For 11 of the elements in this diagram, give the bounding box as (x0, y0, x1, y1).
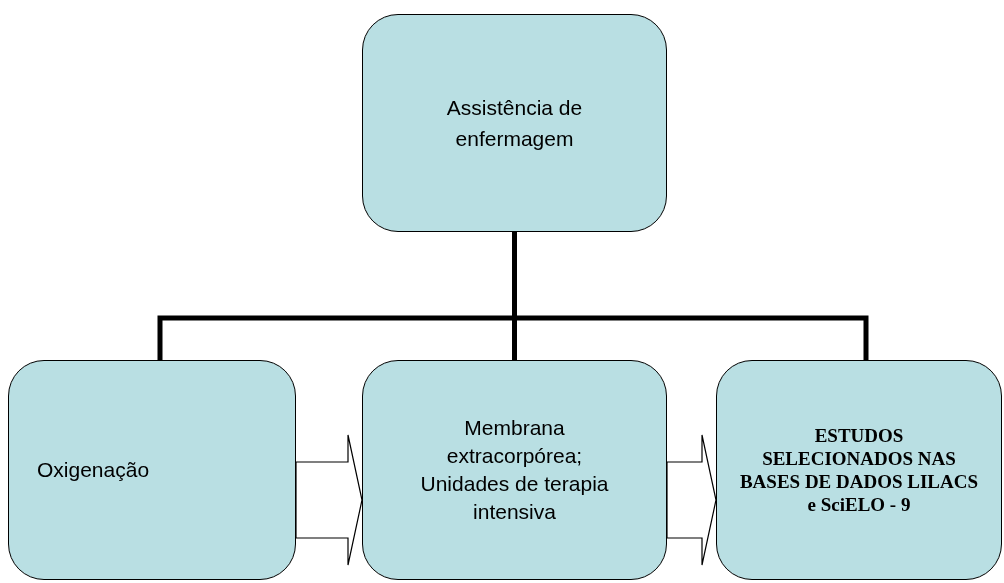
box-label: Membrana extracorpórea; Unidades de terapia intensiva (419, 415, 610, 525)
block-arrow (666, 434, 717, 566)
connector-line (512, 232, 869, 360)
box-label: Oxigenação (37, 457, 150, 484)
box-label: ESTUDOS SELECIONADOS NAS BASES DE DADOS LILACS e SciELO - 9 (738, 424, 980, 516)
rounded-box (362, 14, 667, 232)
rounded-box (8, 360, 296, 580)
rounded-box (362, 360, 667, 580)
block-arrow (295, 434, 363, 566)
box-label: Assistência de enfermagem (445, 94, 584, 152)
rounded-box (716, 360, 1002, 580)
